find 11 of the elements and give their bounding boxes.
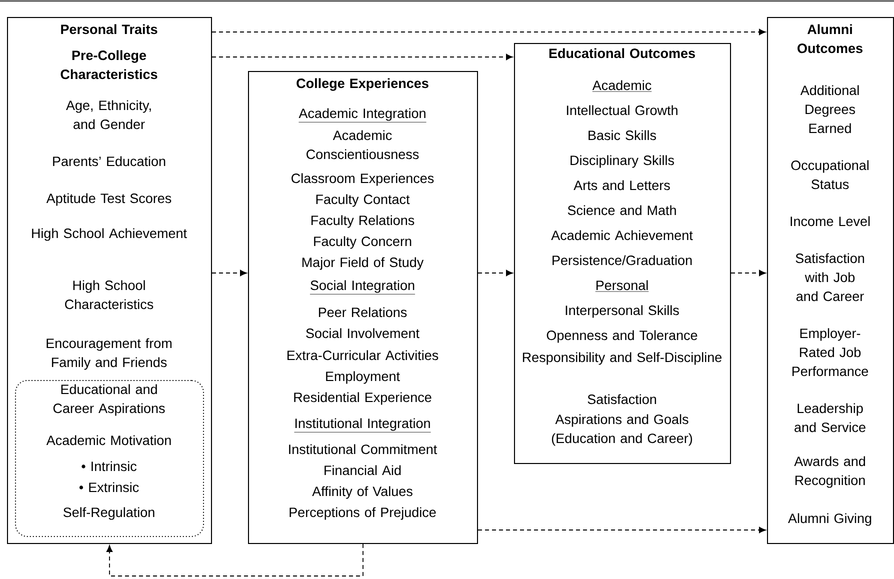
arrow <box>212 54 513 60</box>
arrow <box>730 270 766 276</box>
arrow <box>106 544 364 576</box>
category-box: College Experiences Academic Integration Academic Conscientiousness Classroom Experiences Faculty Contact Faculty Relations Faculty Concern Major Field of Study Social Integration Peer Relations Social Involvement Extra-Curricular Activities Employment Residential Experience Institutional Integration Institutional Commitment Financial Aid Affinity of Values Perceptions of Prejudice <box>248 71 478 544</box>
arrow <box>212 270 247 276</box>
arrow <box>478 270 513 276</box>
category-box: Alumni Outcomes Additional Degrees Earned Occupational Status Income Level Satisfaction with Job and Career Employer-Rated Job Performance Leadership and Service Awards and Recognition Alumni Giving <box>767 17 894 544</box>
arrow <box>212 28 766 36</box>
rounded-group-box: Educational and Career Aspirations Academic Motivation • Intrinsic • Extrinsic Self-Regulation <box>15 380 204 537</box>
category-box: Educational Outcomes Academic Intellectual Growth Basic Skills Disciplinary Skills Arts and Letters Science and Math Academic Achievement Persistence/Graduation Personal Interpersonal Skills Openness and Tolerance Responsibility and Self-Discipline Satisfaction Aspirations and Goals (Education and Career) <box>514 43 731 464</box>
arrow <box>478 526 766 534</box>
